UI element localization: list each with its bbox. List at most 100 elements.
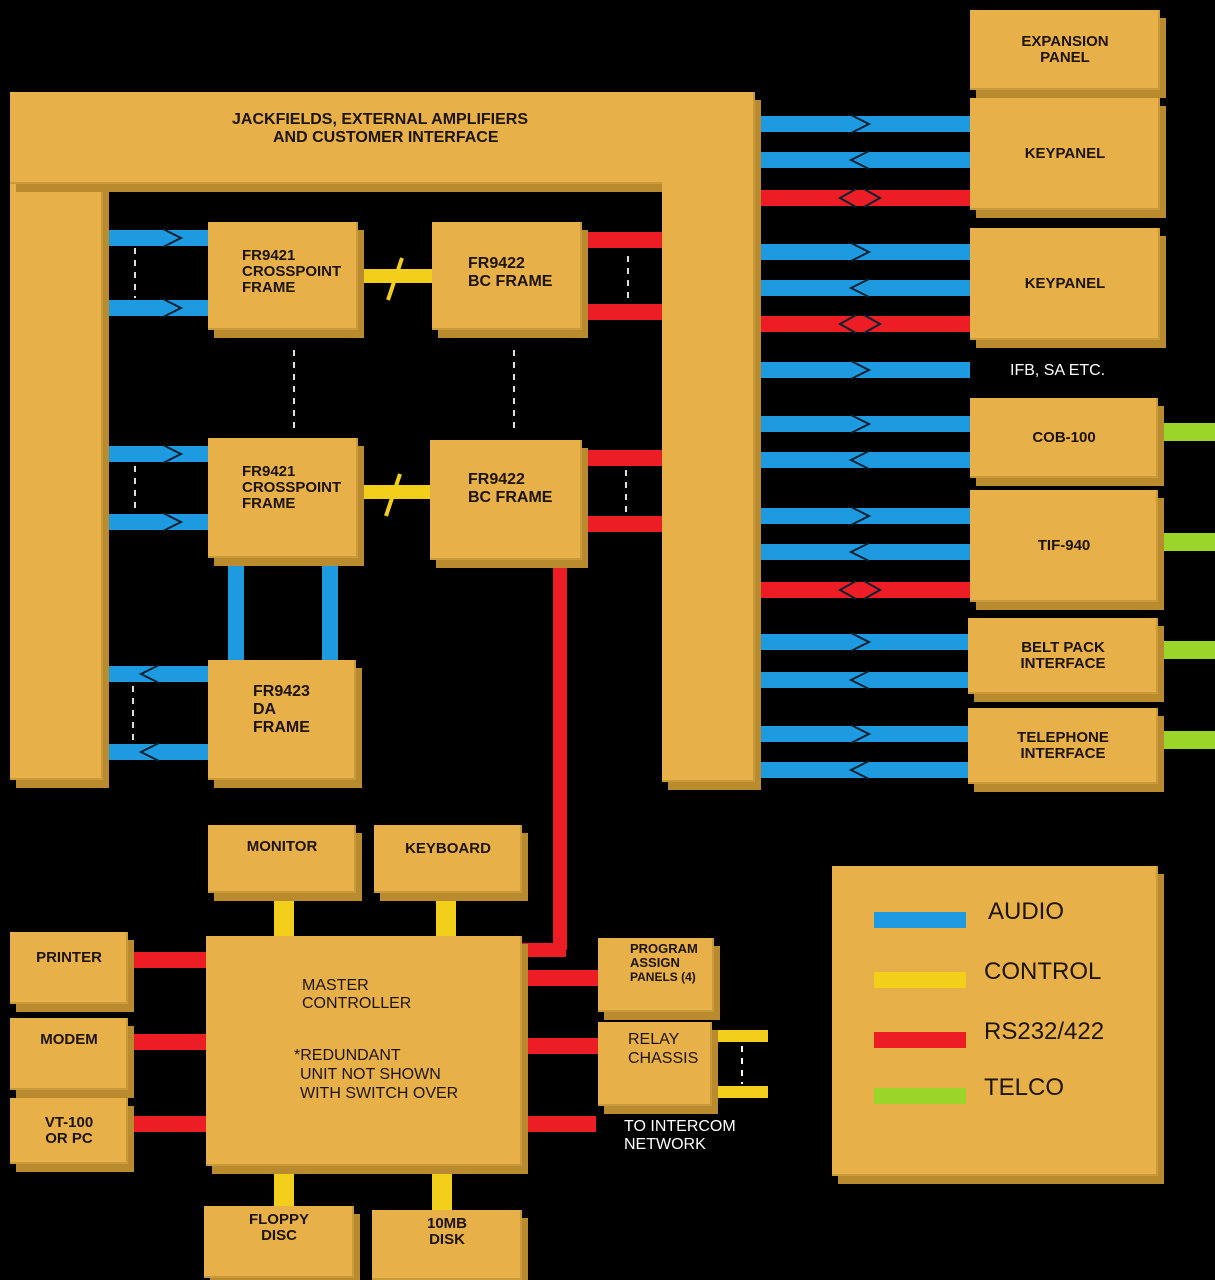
- slash-2: [384, 473, 402, 517]
- cob-label: COB-100: [1032, 429, 1096, 446]
- expansion-line-1: EXPANSION: [1021, 33, 1109, 50]
- legend: AUDIO CONTROL RS232/422 TELCO: [832, 866, 1158, 1176]
- relay-chassis: RELAY CHASSIS: [598, 1022, 712, 1106]
- crosspoint-1-line-2: CROSSPOINT: [242, 263, 342, 280]
- legend-swatch-telco: [874, 1088, 966, 1104]
- jackfields-right-arm: [662, 92, 755, 782]
- audio-da-arrow-0: [138, 664, 160, 684]
- bc-frame-1-line-1: FR9422: [468, 255, 525, 272]
- telephone-interface: TELEPHONE INTERFACE: [968, 708, 1158, 784]
- redundant-line-2: UNIT NOT SHOWN: [300, 1066, 441, 1083]
- intercom-line-1: TO INTERCOM: [624, 1118, 736, 1135]
- expansion-panel: EXPANSION PANEL: [970, 10, 1160, 90]
- keypanel-2: KEYPANEL: [970, 228, 1160, 340]
- legend-label-rs232: RS232/422: [984, 1018, 1105, 1045]
- redundant-line-1: *REDUNDANT: [294, 1047, 401, 1064]
- legend-label-telco: TELCO: [984, 1074, 1065, 1101]
- keyboard-label: KEYBOARD: [405, 840, 491, 857]
- redundant-line-3: WITH SWITCH OVER: [300, 1085, 459, 1102]
- right-arrow-3: [850, 242, 872, 262]
- crosspoint-1-line-1: FR9421: [242, 247, 296, 264]
- right-arrow-15: [848, 760, 870, 780]
- right-arrow-8: [848, 450, 870, 470]
- slash-1: [386, 257, 404, 301]
- modem: MODEM: [10, 1018, 128, 1090]
- master-line-1: MASTER: [302, 977, 369, 994]
- bc-frame-2-line-1: FR9422: [468, 471, 525, 488]
- vt100-line-2: OR PC: [45, 1130, 93, 1147]
- disk-10mb: 10MB DISK: [372, 1210, 522, 1280]
- da-frame: FR9423 DA FRAME: [208, 660, 356, 780]
- monitor: MONITOR: [208, 825, 356, 893]
- jackfields-label-1: JACKFIELDS, EXTERNAL AMPLIFIERS: [232, 111, 529, 128]
- telephone-line-2: INTERFACE: [1020, 745, 1106, 762]
- legend-label-control: CONTROL: [984, 958, 1102, 985]
- bc-frame-1-line-2: BC FRAME: [468, 273, 553, 290]
- jackfields-label-2: AND CUSTOMER INTERFACE: [273, 129, 499, 146]
- legend-swatch-control: [874, 972, 966, 988]
- relay-line-2: CHASSIS: [628, 1050, 699, 1067]
- keypanel-2-label: KEYPANEL: [1024, 275, 1106, 292]
- da-frame-line-2: DA: [253, 701, 277, 718]
- intercom-line-2: NETWORK: [624, 1136, 706, 1153]
- cob-100: COB-100: [970, 398, 1158, 478]
- right-arrow-0: [850, 114, 872, 134]
- printer-label: PRINTER: [36, 949, 102, 966]
- right-arrow-9: [850, 506, 872, 526]
- program-line-2: ASSIGN: [630, 955, 680, 970]
- vt100-line-1: VT-100: [44, 1114, 94, 1131]
- bc-frame-2-line-2: BC FRAME: [468, 489, 553, 506]
- vt100: VT-100 OR PC: [10, 1098, 128, 1164]
- right-arrow-6: [850, 360, 872, 380]
- floppy-disc: FLOPPY DISC: [204, 1206, 354, 1278]
- bc-frame-1: FR9422 BC FRAME: [432, 222, 582, 330]
- disk-line-2: DISK: [429, 1231, 465, 1248]
- modem-label: MODEM: [40, 1031, 98, 1048]
- crosspoint-2-line-2: CROSSPOINT: [242, 479, 342, 496]
- bc-frame-2: FR9422 BC FRAME: [430, 440, 582, 560]
- right-arrow-11: [837, 580, 883, 600]
- disk-line-1: 10MB: [426, 1215, 467, 1232]
- keyboard: KEYBOARD: [374, 825, 522, 893]
- right-arrow-13: [848, 670, 870, 690]
- audio-in-arrow-3: [162, 512, 184, 532]
- ifb-label: IFB, SA ETC.: [1010, 362, 1106, 379]
- right-arrow-2: [837, 188, 883, 208]
- belt-pack-line-1: BELT PACK: [1021, 639, 1105, 656]
- belt-pack-line-2: INTERFACE: [1020, 655, 1106, 672]
- telephone-line-1: TELEPHONE: [1017, 729, 1109, 746]
- keypanel-1-label: KEYPANEL: [1024, 145, 1106, 162]
- jackfields-left-arm: [10, 92, 103, 780]
- tif-940: TIF-940: [970, 490, 1158, 602]
- keypanel-1: KEYPANEL: [970, 98, 1160, 210]
- program-assign-panels: PROGRAM ASSIGN PANELS (4): [598, 938, 714, 1012]
- right-arrow-5: [837, 314, 883, 334]
- crosspoint-frame-1: FR9421 CROSSPOINT FRAME: [208, 222, 358, 330]
- right-arrow-4: [848, 278, 870, 298]
- printer: PRINTER: [10, 932, 128, 1004]
- right-arrow-7: [850, 414, 872, 434]
- master-controller: MASTER CONTROLLER *REDUNDANT UNIT NOT SH…: [206, 936, 522, 1166]
- audio-in-arrow-0: [162, 228, 184, 248]
- tif-label: TIF-940: [1037, 537, 1091, 554]
- audio-da-arrow-1: [138, 742, 160, 762]
- floppy-line-1: FLOPPY: [248, 1211, 309, 1228]
- belt-pack-interface: BELT PACK INTERFACE: [968, 618, 1158, 694]
- floppy-line-2: DISC: [261, 1227, 297, 1244]
- crosspoint-1-line-3: FRAME: [242, 279, 296, 296]
- legend-label-audio: AUDIO: [988, 898, 1065, 925]
- jackfields-top-bar: JACKFIELDS, EXTERNAL AMPLIFIERS AND CUST…: [10, 92, 755, 184]
- right-arrow-1: [848, 150, 870, 170]
- right-arrow-10: [848, 542, 870, 562]
- program-line-1: PROGRAM: [630, 941, 698, 956]
- legend-swatch-rs232: [874, 1032, 966, 1048]
- audio-in-arrow-2: [162, 444, 184, 464]
- crosspoint-2-line-1: FR9421: [242, 463, 296, 480]
- expansion-line-2: PANEL: [1040, 49, 1090, 66]
- right-arrow-12: [850, 632, 872, 652]
- da-frame-line-1: FR9423: [253, 683, 310, 700]
- monitor-label: MONITOR: [246, 838, 318, 855]
- audio-in-arrow-1: [162, 298, 184, 318]
- legend-swatch-audio: [874, 912, 966, 928]
